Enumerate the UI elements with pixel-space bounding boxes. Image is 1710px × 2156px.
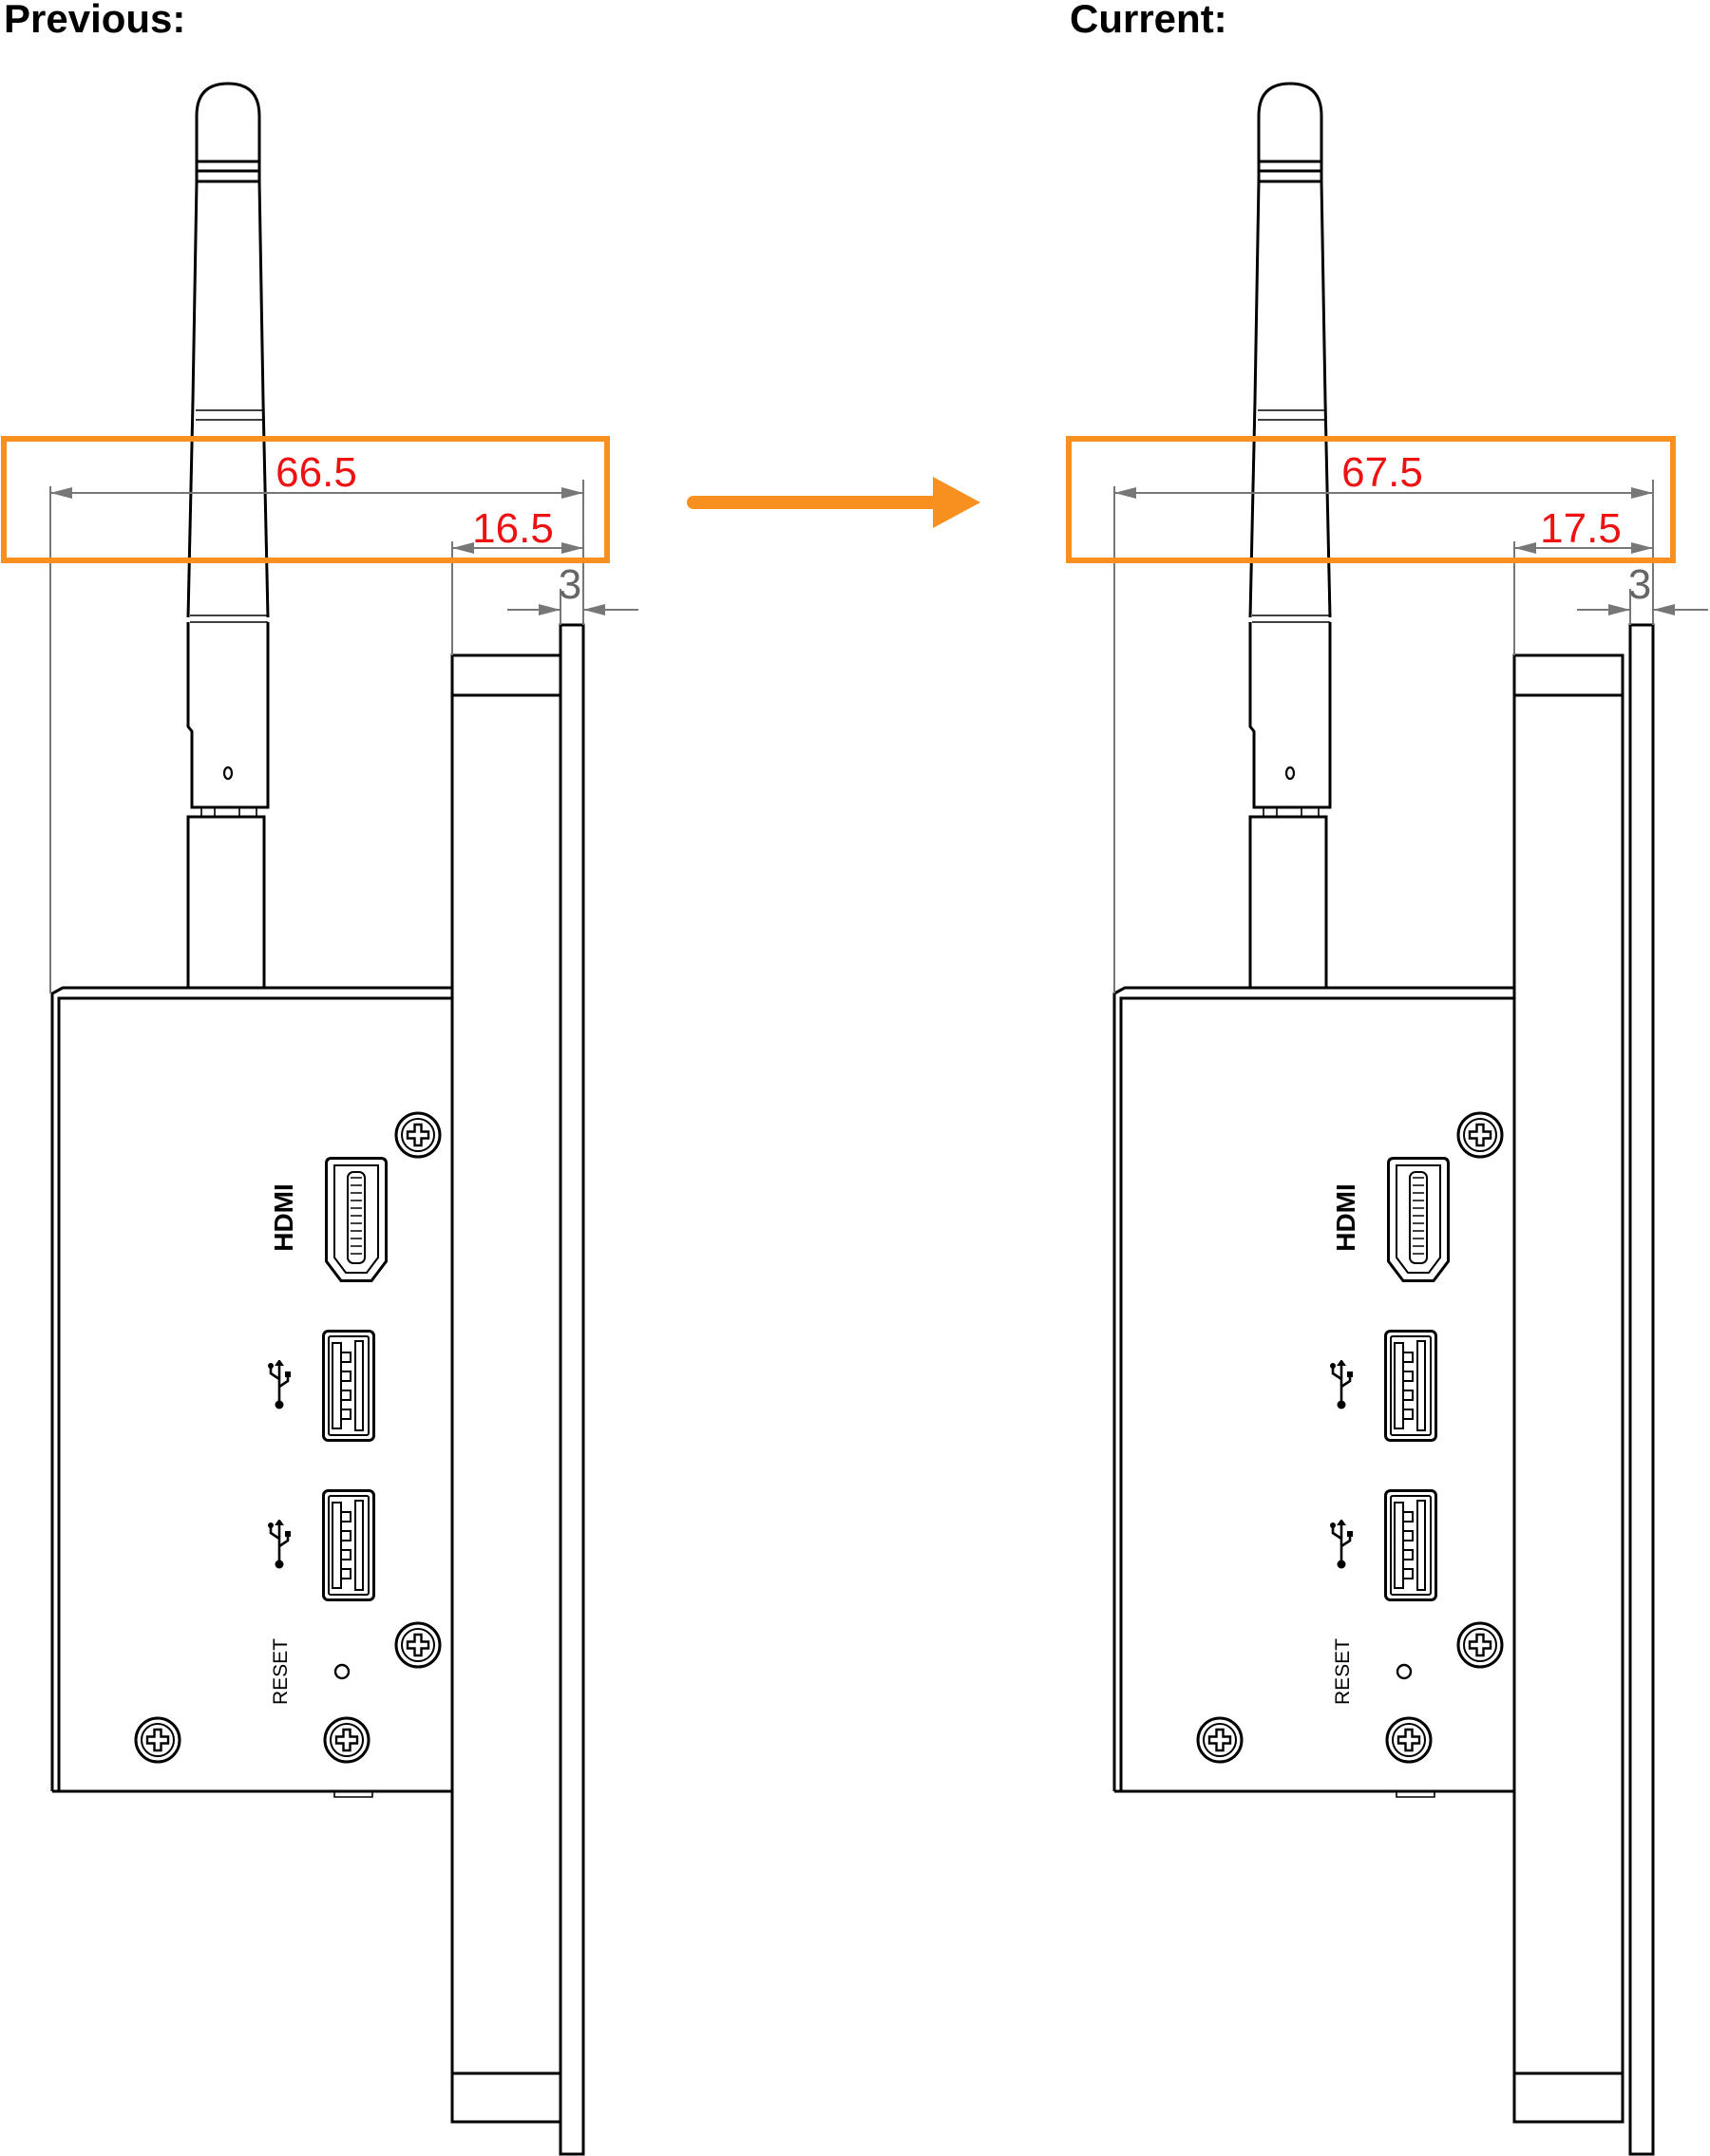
previous-highlight-box [1,436,610,563]
screw-icon [394,1621,442,1669]
previous-offset-dimension: 16.5 [472,505,554,552]
hdmi-port-icon [1387,1157,1450,1282]
previous-panel-dimension: 3 [559,561,581,608]
mounting-frame [450,653,562,2124]
hdmi-label: HDMI [269,1183,298,1252]
io-panel [1119,996,1516,1793]
usb-port-icon [322,1330,375,1442]
antenna [1248,82,1332,990]
io-panel [57,996,454,1793]
screw-icon [1456,1111,1504,1159]
arrow-right-icon [687,477,980,528]
screw-icon [134,1716,181,1764]
usb-port-icon [322,1489,375,1601]
current-highlight-box [1066,436,1676,563]
reset-hole-icon [333,1663,351,1680]
previous-title: Previous: [4,0,185,41]
screw-icon [1385,1716,1433,1764]
previous-drawing: HDMI RESET 66.5 16 [1,82,638,2156]
current-overall-dimension: 67.5 [1341,449,1423,496]
front-panel [1628,623,1655,2156]
mounting-frame [1512,653,1624,2124]
reset-label: RESET [1332,1638,1354,1705]
current-title: Current: [1070,0,1227,41]
screw-icon [323,1716,370,1764]
usb-port-icon [1384,1489,1437,1601]
screw-icon [1196,1716,1244,1764]
current-panel-dimension: 3 [1628,561,1651,608]
previous-overall-dimension: 66.5 [276,449,357,496]
usb-port-icon [1384,1330,1437,1442]
screw-icon [394,1111,442,1159]
current-offset-dimension: 17.5 [1540,505,1622,552]
dimension-lines [1113,480,1708,993]
screw-icon [1456,1621,1504,1669]
front-panel [559,623,585,2156]
antenna [186,82,270,990]
current-drawing: HDMI RESET 67.5 17 [1066,82,1708,2156]
reset-hole-icon [1396,1663,1413,1680]
dimension-lines [49,480,638,993]
hdmi-label: HDMI [1331,1183,1360,1252]
hdmi-port-icon [325,1157,388,1282]
reset-label: RESET [270,1638,292,1705]
